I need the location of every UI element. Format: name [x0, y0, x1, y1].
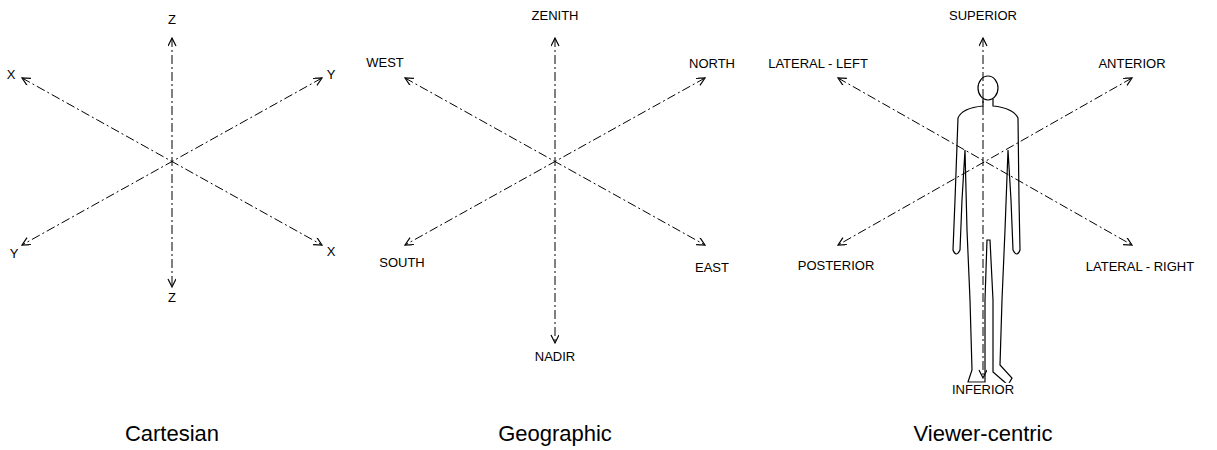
axis-line	[405, 78, 705, 245]
axis-label: EAST	[694, 261, 730, 275]
axis-label: X	[6, 68, 17, 82]
panel-caption: Viewer-centric	[913, 422, 1054, 446]
axis-label: NADIR	[534, 350, 576, 364]
human-figure	[953, 76, 1020, 385]
axis-line	[983, 38, 984, 378]
axis-label: Y	[9, 247, 20, 261]
axis-line	[838, 78, 1132, 245]
panel-caption: Cartesian	[124, 422, 220, 446]
axis-line	[405, 78, 705, 245]
axis-label: INFERIOR	[951, 383, 1015, 397]
axis-line	[22, 78, 322, 245]
axis-label: POSTERIOR	[797, 259, 876, 273]
axis-label: Y	[326, 68, 337, 82]
axis-label: SUPERIOR	[948, 9, 1018, 23]
axis-line	[555, 38, 556, 343]
axis-label: Z	[167, 13, 177, 27]
axis-label: X	[326, 245, 337, 259]
axis-label: ZENITH	[531, 9, 580, 23]
axis-label: NORTH	[688, 57, 736, 71]
axis-label: ANTERIOR	[1097, 57, 1166, 71]
axis-line	[22, 78, 322, 245]
axis-label: Z	[167, 291, 177, 305]
axis-label: LATERAL - RIGHT	[1085, 260, 1195, 274]
axis-label: WEST	[365, 56, 405, 70]
axis-line	[172, 38, 173, 287]
panel-caption: Geographic	[497, 422, 613, 446]
axis-label: LATERAL - LEFT	[767, 57, 869, 71]
axis-label: SOUTH	[378, 256, 426, 270]
axis-line	[838, 78, 1132, 245]
